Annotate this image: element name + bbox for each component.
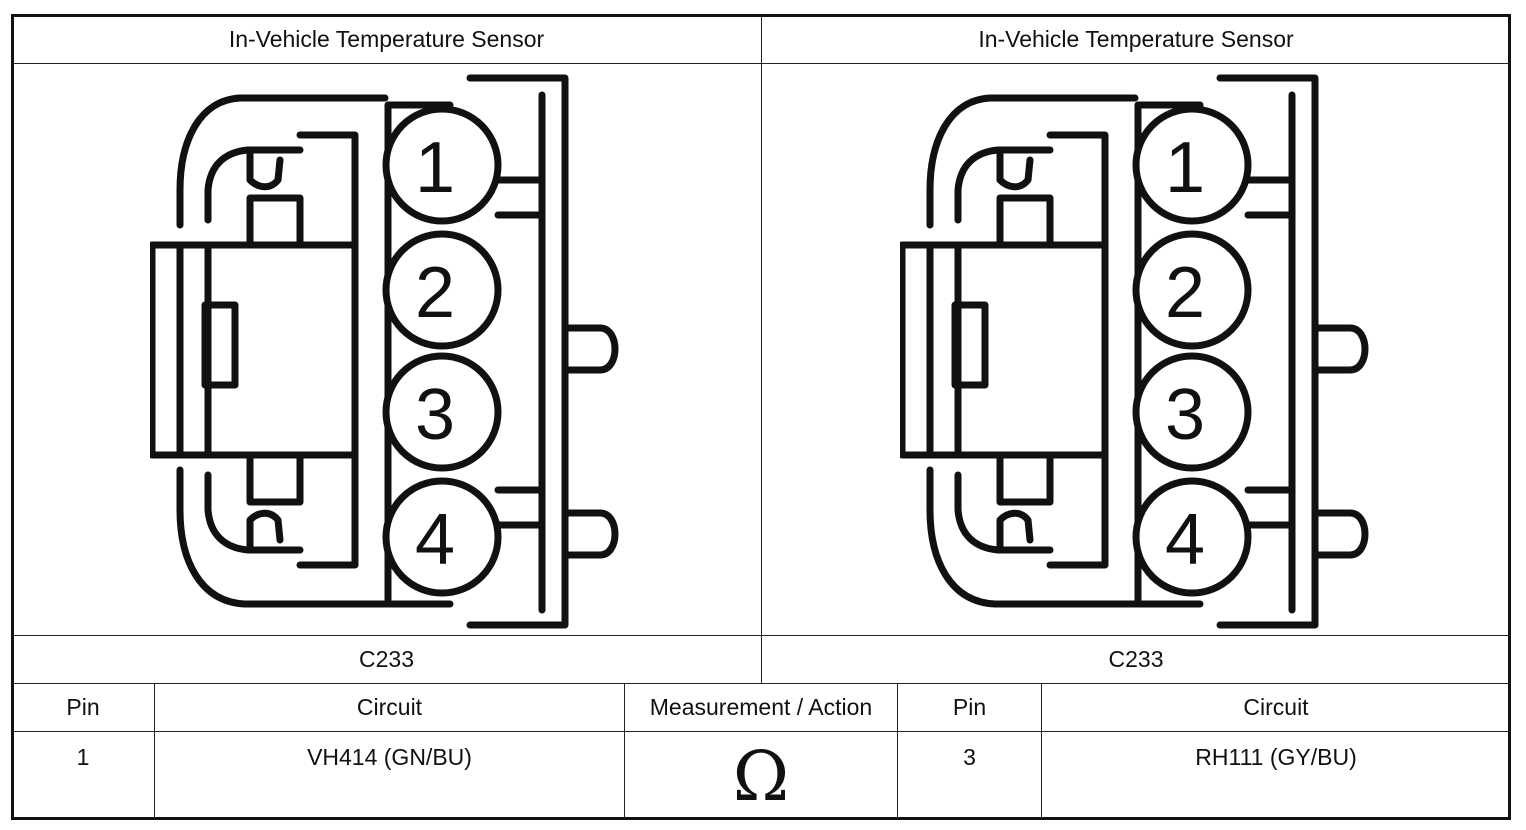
pin-circles bbox=[1132, 105, 1252, 597]
right-connector-id: C233 bbox=[1108, 646, 1164, 672]
pin-label-3: 3 bbox=[1165, 375, 1205, 455]
pin-label-3: 3 bbox=[415, 375, 455, 455]
pin-circles bbox=[382, 105, 502, 597]
header-circuit-b: Circuit bbox=[1243, 694, 1309, 720]
row-measurement-ohm-symbol: Ω bbox=[625, 732, 897, 818]
row-pin-b: 3 bbox=[963, 744, 976, 770]
pin-label-4: 4 bbox=[415, 500, 455, 580]
row-circuit-a: VH414 (GN/BU) bbox=[307, 744, 472, 770]
right-connector-drawing: 1 2 3 4 bbox=[900, 74, 1369, 629]
table-col-divider-3 bbox=[897, 684, 898, 818]
pin-label-1: 1 bbox=[415, 128, 455, 208]
pin-label-4: 4 bbox=[1165, 500, 1205, 580]
left-panel-title: In-Vehicle Temperature Sensor bbox=[228, 26, 545, 52]
header-pin-a: Pin bbox=[66, 694, 100, 720]
header-circuit-a: Circuit bbox=[356, 694, 423, 720]
connector-housing bbox=[150, 74, 619, 629]
center-divider bbox=[761, 15, 762, 684]
table-col-divider-1 bbox=[154, 684, 155, 818]
pin-label-1: 1 bbox=[1165, 128, 1205, 208]
table-col-divider-4 bbox=[1041, 684, 1042, 818]
left-connector-drawing: 1 2 3 4 bbox=[150, 74, 619, 629]
ohm-icon: Ω bbox=[732, 738, 790, 817]
divider-under-table-header bbox=[12, 731, 1510, 732]
header-pin-b: Pin bbox=[952, 694, 987, 720]
header-measurement: Measurement / Action bbox=[649, 694, 873, 720]
pin-label-2: 2 bbox=[415, 253, 455, 333]
pin-label-2: 2 bbox=[1165, 253, 1205, 333]
row-circuit-b: RH111 (GY/BU) bbox=[1195, 744, 1357, 770]
left-connector-id: C233 bbox=[359, 646, 414, 672]
table-col-divider-2 bbox=[624, 684, 625, 818]
right-panel-title: In-Vehicle Temperature Sensor bbox=[978, 26, 1294, 52]
row-pin-a: 1 bbox=[76, 744, 90, 770]
